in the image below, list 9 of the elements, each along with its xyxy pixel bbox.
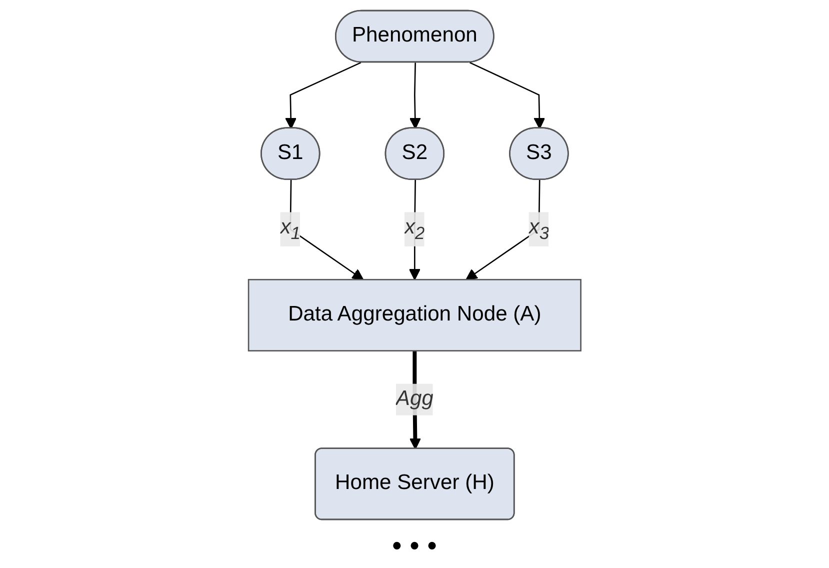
ellipsis-mark: • • • xyxy=(392,530,437,561)
arrow xyxy=(284,62,362,130)
edge-label: x$_{1}$ xyxy=(280,216,300,243)
edge-label: Agg xyxy=(396,388,434,410)
arrow xyxy=(409,62,421,130)
edge-label: x$_{2}$ xyxy=(404,216,425,243)
node-box: Data Aggregation Node (A) xyxy=(248,278,582,352)
arrow xyxy=(469,62,546,130)
edge-label: x$_{3}$ xyxy=(528,216,549,243)
